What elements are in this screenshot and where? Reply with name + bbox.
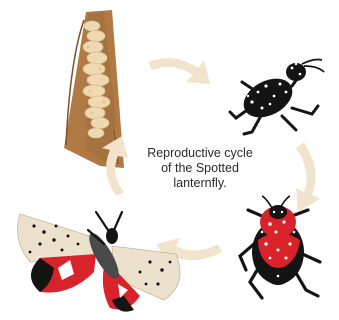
caption-line-2: of the Spotted	[138, 161, 262, 176]
caption-line-1: Reproductive cycle	[138, 146, 262, 161]
adult-lanternfly-icon	[18, 212, 180, 312]
arrow-icon	[296, 142, 320, 212]
arrow-icon	[148, 58, 210, 84]
early-nymph-icon	[230, 60, 324, 135]
late-nymph-icon	[240, 196, 320, 298]
caption-line-3: lanternfly.	[138, 176, 262, 191]
diagram-caption: Reproductive cycle of the Spotted lanter…	[138, 146, 262, 191]
